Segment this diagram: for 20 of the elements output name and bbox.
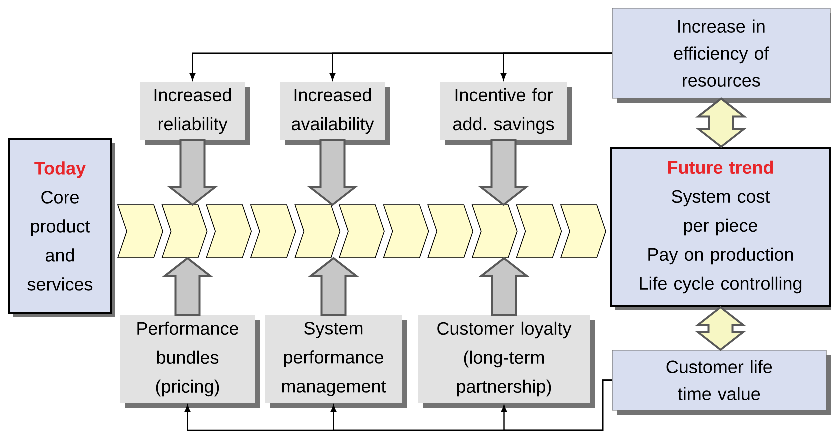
- chevron-band: [117, 204, 606, 258]
- factor-box: Performance bundles (pricing): [120, 315, 260, 408]
- factor-box: System performance management: [265, 315, 407, 408]
- block-arrow: [162, 257, 214, 316]
- block-arrow: [308, 257, 360, 316]
- arrow: [500, 52, 612, 80]
- block-arrow: [478, 257, 530, 316]
- trend-box: Today Core product and services: [8, 138, 115, 317]
- block-arrow: [306, 140, 359, 206]
- info-box: Increase in efficiency of resources: [612, 8, 831, 103]
- block-arrow: [696, 98, 748, 148]
- factor-box: Incentive for add. savings: [440, 82, 572, 145]
- trend-box: Future trend System cost per piece Pay on production Life cycle controlling: [610, 147, 831, 310]
- info-box: Customer life time value: [612, 350, 831, 415]
- arrow: [501, 380, 612, 432]
- factor-box: Increased reliability: [140, 82, 250, 145]
- factor-box: Customer loyalty (long-term partnership): [418, 315, 595, 408]
- block-arrow: [478, 140, 530, 206]
- block-arrow: [166, 140, 219, 206]
- factor-box: Increased availability: [280, 82, 390, 145]
